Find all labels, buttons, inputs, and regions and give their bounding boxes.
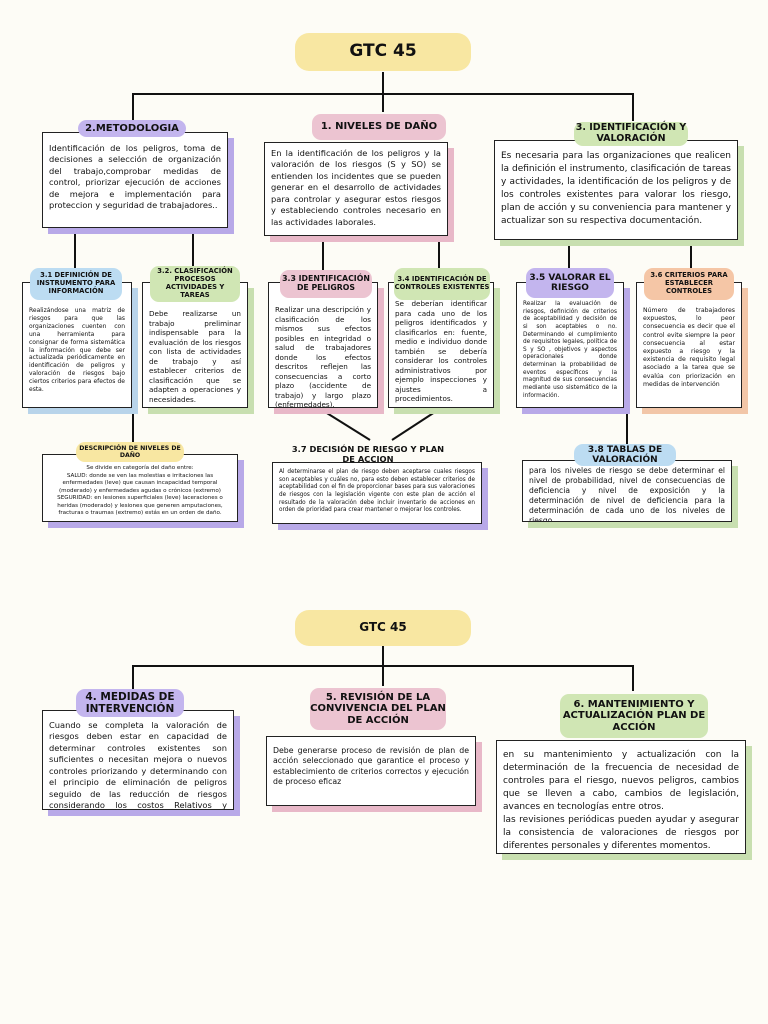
connector-line <box>568 240 570 270</box>
connector-line <box>438 236 440 270</box>
damage-box: Se divide en categoría del daño entre: S… <box>42 454 238 522</box>
connector-line <box>192 230 194 270</box>
section-3-4-box: Se deberían identificar para cada uno de… <box>388 282 494 408</box>
section-3-4-title: 3.4 IDENTIFICACIÓN DE CONTROLES EXISTENT… <box>394 268 490 300</box>
section-3-7-box: Al determinarse el plan de riesgo deben … <box>272 462 482 524</box>
section-6-title: 6. MANTENIMIENTO Y ACTUALIZACIÓN PLAN DE… <box>560 694 708 738</box>
section-3-1-box: Realizándose una matriz de riesgos para … <box>22 282 132 408</box>
connector-line <box>382 646 384 686</box>
section-4-title: 4. MEDIDAS DE INTERVENCIÓN <box>76 689 184 717</box>
methodology-title: 2.METODOLOGIA <box>78 120 186 137</box>
top-title: GTC 45 <box>295 33 471 71</box>
bottom-title: GTC 45 <box>295 610 471 646</box>
section-3-5-box: Realizar la evaluación de riesgos, defin… <box>516 282 624 408</box>
section-4-box: Cuando se completa la valoración de ries… <box>42 710 234 810</box>
damage-line-1: Se divide en categoría del daño entre: <box>86 465 194 471</box>
section-3-1-title: 3.1 DEFINICIÓN DE INSTRUMENTO PARA INFOR… <box>30 268 122 300</box>
section-3-8-box: para los niveles de riesgo se debe deter… <box>522 460 732 522</box>
damage-line-2: SALUD: donde se ven las molestias e irri… <box>58 472 221 494</box>
methodology-box: Identificación de los peligros, toma de … <box>42 132 228 228</box>
section-5-box: Debe generarse proceso de revisión de pl… <box>266 736 476 806</box>
connector-line <box>132 408 134 444</box>
connector-line <box>322 236 324 270</box>
section-3-8-title: 3.8 TABLAS DE VALORACIÓN <box>574 444 676 466</box>
section-6-paragraph-2: las revisiones periódicas pueden ayudar … <box>503 815 739 852</box>
damage-line-3: SEGURIDAD: en lesiones superficiales (le… <box>57 495 223 517</box>
connector-line <box>382 72 384 112</box>
levels-box: En la identificación de los peligros y l… <box>264 142 448 236</box>
section-3-2-title: 3.2. CLASIFICACIÓN PROCESOS ACTIVIDADES … <box>150 266 240 302</box>
section-6-box: en su mantenimiento y actualización con … <box>496 740 746 854</box>
section-6-paragraph-1: en su mantenimiento y actualización con … <box>503 750 739 813</box>
identification-title: 3. IDENTIFICACIÓN Y VALORACIÓN <box>574 122 688 146</box>
connector-line <box>632 665 634 691</box>
section-3-7-title: 3.7 DECISIÓN DE RIESGO Y PLAN DE ACCION <box>291 444 445 464</box>
section-3-6-title: 3.6 CRITERIOS PARA ESTABLECER CONTROLES <box>644 268 734 300</box>
connector-line <box>132 93 134 121</box>
connector-line <box>132 665 134 689</box>
damage-title: DESCRIPCIÓN DE NIVELES DE DAÑO <box>76 442 184 462</box>
connector-line <box>74 230 76 270</box>
section-3-2-box: Debe realizarse un trabajo preliminar in… <box>142 282 248 408</box>
connector-line <box>626 408 628 444</box>
section-5-title: 5. REVISIÓN DE LA CONVIVENCIA DEL PLAN D… <box>310 688 446 730</box>
section-3-6-box: Número de trabajadores expuestos, lo peo… <box>636 282 742 408</box>
section-3-5-title: 3.5 VALORAR EL RIESGO <box>526 268 614 298</box>
identification-box: Es necesaria para las organizaciones que… <box>494 140 738 240</box>
levels-title: 1. NIVELES DE DAÑO <box>312 114 446 140</box>
connector-line <box>632 93 634 121</box>
section-3-3-box: Realizar una descripción y clasificación… <box>268 282 378 408</box>
connector-line <box>690 240 692 270</box>
section-3-3-title: 3.3 IDENTIFICACIÓN DE PELIGROS <box>280 270 372 298</box>
